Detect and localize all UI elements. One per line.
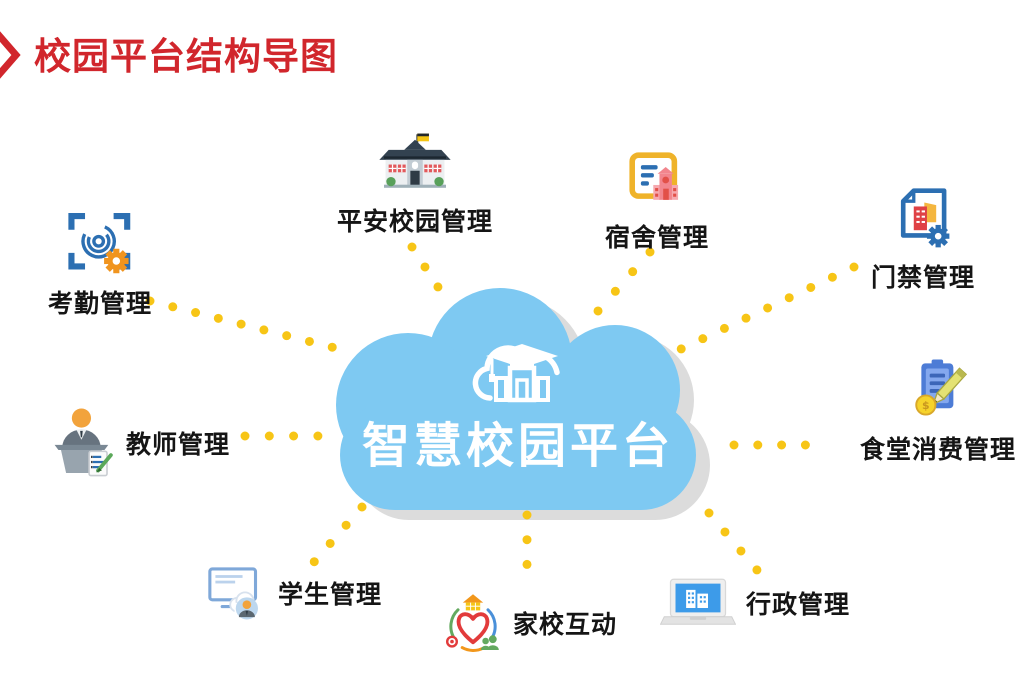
platform-title: 智慧校园平台 xyxy=(361,418,674,474)
dotted-connectors xyxy=(145,242,859,594)
school-building-icon xyxy=(379,133,451,188)
node-label: 平安校园管理 xyxy=(336,207,493,236)
node-access-control: 门禁管理 xyxy=(858,188,988,294)
receipt-pencil-coin-icon: $ xyxy=(915,359,968,416)
node-label: 行政管理 xyxy=(746,590,851,619)
connector-attendance xyxy=(145,296,360,358)
document-building-gear-icon xyxy=(900,188,950,248)
cloud-school-icon xyxy=(472,344,560,403)
laptop-buildings-icon xyxy=(660,578,736,625)
connector-administration xyxy=(704,508,762,575)
node-student: 学生管理 xyxy=(206,564,382,622)
connector-safe-campus xyxy=(407,242,443,292)
node-safe-campus: 平安校园管理 xyxy=(335,132,495,238)
heart-home-people-icon xyxy=(446,594,499,652)
node-label: 家校互动 xyxy=(513,610,618,639)
svg-text:$: $ xyxy=(922,399,930,412)
connector-student xyxy=(309,502,367,567)
node-home-school: 家校互动 xyxy=(443,590,617,656)
node-label: 教师管理 xyxy=(126,430,231,459)
node-dormitory: 宿舍管理 xyxy=(592,150,722,254)
node-attendance: 考勤管理 xyxy=(40,212,160,320)
monitor-cloud-avatar-icon xyxy=(208,567,258,620)
node-label: 考勤管理 xyxy=(47,289,152,318)
chevron-right-icon xyxy=(0,31,21,79)
node-administration: 行政管理 xyxy=(660,578,850,628)
node-canteen: $ 食堂消费管理 xyxy=(850,356,1024,466)
node-label: 宿舍管理 xyxy=(604,223,709,252)
node-label: 门禁管理 xyxy=(870,263,975,292)
connector-dormitory xyxy=(593,247,655,316)
node-label: 学生管理 xyxy=(278,580,383,609)
teacher-podium-icon xyxy=(54,408,113,477)
node-label: 食堂消费管理 xyxy=(859,435,1016,464)
fingerprint-scan-gear-icon xyxy=(68,213,131,274)
connector-access-control xyxy=(676,262,859,354)
notice-board-building-icon xyxy=(629,152,679,200)
node-teacher: 教师管理 xyxy=(52,404,230,482)
page-title: 校园平台结构导图 xyxy=(34,35,338,78)
cloud-shape xyxy=(336,288,696,510)
